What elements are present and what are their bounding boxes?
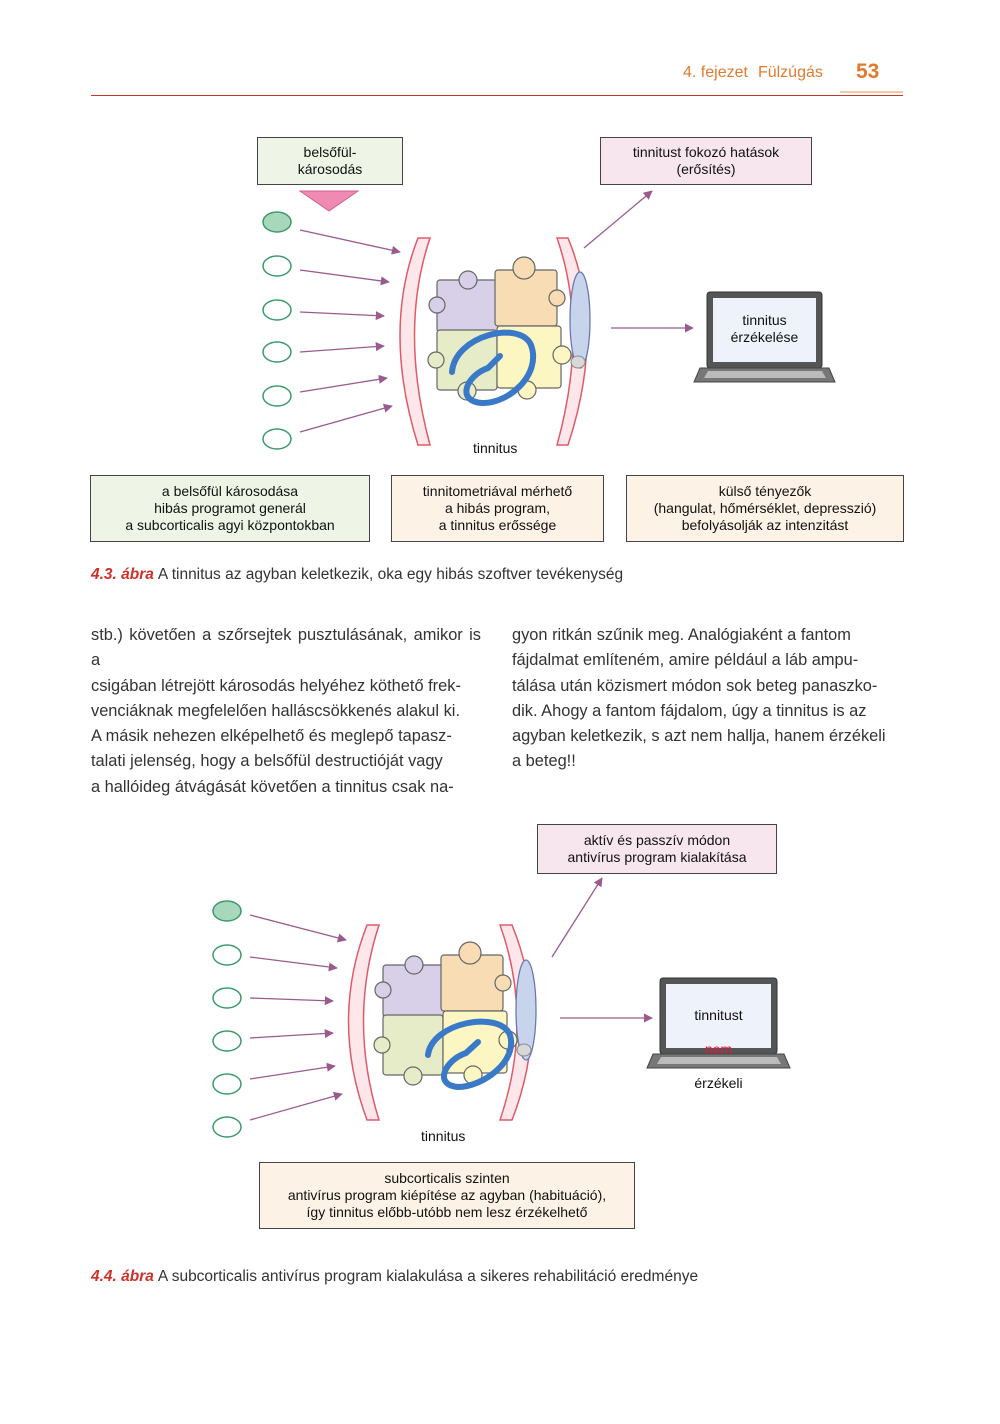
tinnitus-loop [449, 329, 536, 407]
text-line: stb.) követően a szőrsejtek pusztulásána… [91, 626, 481, 670]
puzzle-icon [427, 256, 572, 401]
caption-number: 4.4. ábra [91, 1268, 154, 1285]
text-line: fájdalmat említeném, amire például a láb… [512, 651, 859, 670]
page-number: 53 [856, 60, 880, 83]
chapter-number: 4. fejezet [683, 64, 748, 81]
circle-filled-icon [212, 900, 242, 922]
circle-icon [212, 1116, 242, 1138]
tinnitus-loop [425, 1018, 515, 1091]
text-line: a hallóideg átvágását követően a tinnitu… [91, 777, 454, 796]
circle-icon [262, 255, 292, 277]
circle-icon [212, 987, 242, 1009]
triangle-marker-icon [298, 190, 360, 212]
text-line: talati jelenség, hogy a belsőfül destruc… [91, 752, 443, 771]
tinnitus-label: tinnitus [473, 440, 518, 456]
text-line: agyban keletkezik, s azt nem hallja, han… [512, 727, 886, 746]
external-factors-box: külső tényezők (hangulat, hőmérséklet, d… [626, 475, 904, 542]
text-line: tálása után közismert módon sok beteg pa… [512, 676, 878, 695]
input-arrows [299, 229, 401, 433]
circle-icon [262, 299, 292, 321]
page-number-underline [840, 91, 903, 93]
tinnitometry-box: tinnitometriával mérhető a hibás program… [391, 475, 604, 542]
text-column-right: gyon ritkán szűnik meg. Analógiaként a f… [512, 623, 903, 775]
caption-text: A tinnitus az agyban keletkezik, oka egy… [157, 566, 624, 583]
left-bracket [399, 237, 432, 446]
circle-icon [262, 341, 292, 363]
caption-number: 4.3. ábra [91, 566, 154, 583]
running-header: 4. fejezet Fülzúgás [683, 64, 823, 82]
input-arrows-2 [249, 914, 347, 1121]
laptop-icon [693, 291, 836, 383]
screen-line-1: tinnitust [694, 1007, 743, 1023]
amplifying-effects-box: tinnitust fokozó hatások (erősítés) [600, 137, 812, 185]
arrow-to-effects [583, 190, 653, 249]
puzzle-icon [373, 941, 518, 1086]
circle-icon [212, 1030, 242, 1052]
text-line: venciáknak megfelelően halláscsökkenés a… [91, 701, 460, 720]
text-line: a beteg!! [512, 752, 576, 771]
input-circles [262, 211, 292, 450]
text-line: gyon ritkán szűnik meg. Analógiaként a f… [512, 626, 851, 644]
arrow-to-antivirus [551, 877, 603, 958]
text-line: dik. Ahogy a fantom fájdalom, úgy a tinn… [512, 701, 867, 720]
screen-not-perceived-text: tinnitust nem érzékeli [666, 990, 771, 1109]
chapter-title: Fülzúgás [757, 64, 823, 81]
inner-ear-damage-box: belsőfül- károsodás [257, 137, 403, 185]
screen-line-3: érzékeli [694, 1075, 743, 1091]
header-rule [91, 95, 903, 96]
faulty-program-box: a belsőfül károsodása hibás programot ge… [90, 475, 370, 542]
screen-perception-text: tinnitus érzékelése [730, 312, 799, 345]
circle-icon [262, 428, 292, 450]
text-column-left: stb.) követően a szőrsejtek pusztulásána… [91, 623, 481, 800]
circle-filled-icon [262, 211, 292, 233]
circle-icon [212, 944, 242, 966]
antivirus-program-box: aktív és passzív módon antivírus program… [537, 824, 777, 874]
ear-oval-icon [515, 959, 537, 1061]
text-line: A másik nehezen elképelhető és meglepő t… [91, 727, 452, 746]
screen-line-2: nem [704, 1041, 733, 1057]
laptop-icon [646, 977, 791, 1069]
text-line: csigában létrejött károsodás helyéhez kö… [91, 676, 461, 695]
input-circles-2 [212, 900, 242, 1138]
caption-text: A subcorticalis antivírus program kialak… [157, 1268, 699, 1285]
circle-icon [262, 385, 292, 407]
habituation-box: subcorticalis szinten antivírus program … [259, 1162, 635, 1229]
tinnitus-label-2: tinnitus [421, 1128, 466, 1144]
left-bracket-2 [347, 924, 381, 1121]
circle-icon [212, 1073, 242, 1095]
ear-oval-icon [569, 271, 591, 369]
